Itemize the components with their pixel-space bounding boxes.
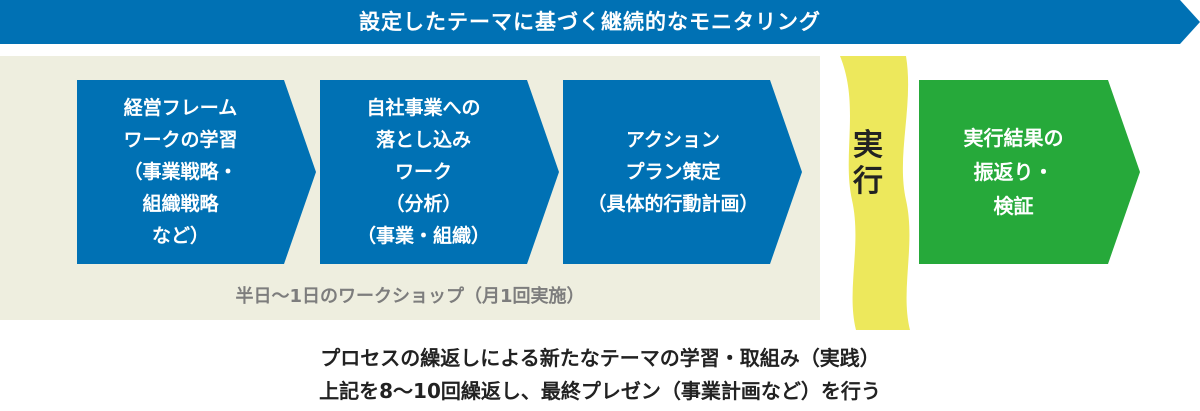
result-line: 振返り・ [973,160,1054,184]
step-1-line: （事業戦略・ [123,161,238,183]
step-2-line: ワーク [394,161,452,183]
execution-band [840,56,910,330]
step-1-line: など） [151,225,209,247]
step-3-line: （具体的行動計画） [587,193,759,215]
workshop-label: 半日～1日のワークショップ（月1回実施） [235,286,585,307]
result-arrow [919,80,1140,264]
step-arrow-3 [563,80,802,264]
step-arrow-1 [77,80,316,264]
step-3-text: アクション プラン策定 （具体的行動計画） [563,80,783,264]
execution-label: 実 行 [836,128,900,200]
banner-arrow [0,0,1200,44]
step-3-line: プラン策定 [625,161,721,183]
step-1-text: 経営フレーム ワークの学習 （事業戦略・ 組織戦略 など） [77,80,284,264]
footer-line-2: 上記を8～10回繰返し、最終プレゼン（事業計画など）を行う [319,379,881,403]
result-line: 実行結果の [963,126,1064,150]
footer-line-1: プロセスの繰返しによる新たなテーマの学習・取組み（実践） [320,346,880,370]
step-1-line: ワークの学習 [123,129,238,151]
step-3-line: アクション [625,129,721,151]
step-1-line: 組織戦略 [142,193,219,215]
execution-char: 行 [853,164,883,199]
step-2-line: 自社事業への [366,97,481,119]
step-2-line: 落とし込み [375,129,471,151]
step-2-line: （分析） [385,193,462,215]
banner-title: 設定したテーマに基づく継続的なモニタリング [359,10,821,34]
step-1-line: 経営フレーム [123,97,238,119]
step-2-text: 自社事業への 落とし込み ワーク （分析） （事業・組織） [320,80,527,264]
step-arrow-2 [320,80,559,264]
result-line: 検証 [993,194,1034,218]
result-text: 実行結果の 振返り・ 検証 [919,80,1108,264]
execution-char: 実 [853,128,883,163]
step-2-line: （事業・組織） [356,225,490,247]
